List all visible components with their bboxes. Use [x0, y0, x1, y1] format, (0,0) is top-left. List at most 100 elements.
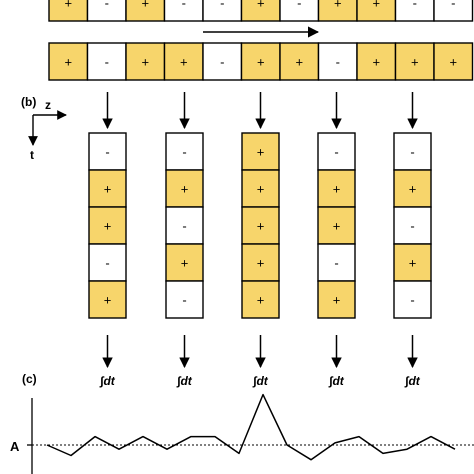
col5-cell-1-box	[393, 132, 432, 171]
col3-cell-1: +	[241, 132, 280, 171]
col3-cell-3: +	[241, 206, 280, 245]
top-pattern-row-2: +-++-++-+++	[48, 42, 474, 81]
col3-cell-5-symbol: +	[257, 293, 265, 308]
row1-cell-5-symbol: -	[220, 0, 224, 11]
time-columns: -++-+-+-+-+++++-++-+-+-+-	[88, 132, 432, 319]
row1-cell-8: +	[317, 0, 358, 22]
col5-cell-5-symbol: -	[410, 293, 414, 308]
col3-cell-4-box	[241, 243, 280, 282]
time-column-3: +++++	[241, 132, 280, 319]
col4-cell-1-box	[317, 132, 356, 171]
row1-cell-5: -	[202, 0, 243, 22]
col2-cell-1: -	[165, 132, 204, 171]
row1-cell-6: +	[240, 0, 281, 22]
col1-cell-3: +	[88, 206, 127, 245]
row2-cell-6: +	[240, 42, 281, 81]
integrated-signal-line	[46, 393, 456, 461]
col4-cell-4: -	[317, 243, 356, 282]
col1-cell-4: -	[88, 243, 127, 282]
col5-cell-1-symbol: -	[410, 145, 414, 160]
col1-cell-2-symbol: +	[104, 182, 112, 197]
row2-cell-8: -	[317, 42, 358, 81]
row2-cell-6-box	[240, 42, 281, 81]
col3-cell-2-box	[241, 169, 280, 208]
col2-cell-2: +	[165, 169, 204, 208]
row1-cell-3-symbol: +	[141, 0, 149, 11]
row2-cell-10-box	[394, 42, 435, 81]
col3-cell-2-symbol: +	[257, 182, 265, 197]
row2-cell-8-symbol: -	[336, 55, 340, 70]
row1-cell-3: +	[125, 0, 166, 22]
integral-label-1: ∫dt	[99, 374, 116, 388]
time-column-1: - + + - +	[88, 132, 127, 319]
row2-cell-5-symbol: -	[220, 55, 224, 70]
col4-cell-5-symbol: +	[333, 293, 341, 308]
top-pattern-row-1: +-+--+-++--	[48, 0, 474, 22]
integral-label-4: ∫dt	[328, 374, 345, 388]
col3-cell-2: +	[241, 169, 280, 208]
axis-t-label: t	[30, 148, 34, 162]
row1-cell-11-box	[433, 0, 474, 22]
col4-cell-5-box	[317, 280, 356, 319]
row2-cell-5: -	[202, 42, 243, 81]
col1-cell-5-symbol: +	[104, 293, 112, 308]
col4-cell-1: -	[317, 132, 356, 171]
col2-cell-5-box	[165, 280, 204, 319]
row2-cell-2-box	[86, 42, 127, 81]
row2-cell-10: +	[394, 42, 435, 81]
col4-cell-3: +	[317, 206, 356, 245]
row2-cell-6-symbol: +	[257, 55, 265, 70]
col2-cell-4-symbol: +	[181, 256, 189, 271]
col2-cell-3-symbol: -	[182, 219, 186, 234]
row1-cell-8-symbol: +	[334, 0, 342, 11]
col5-cell-4-symbol: +	[409, 256, 417, 271]
col2-cell-5: -	[165, 280, 204, 319]
row2-cell-2-symbol: -	[105, 55, 109, 70]
col4-cell-4-symbol: -	[334, 256, 338, 271]
col1-cell-5-box	[88, 280, 127, 319]
row1-cell-2: -	[86, 0, 127, 22]
row1-cell-11: -	[433, 0, 474, 22]
row2-cell-7-box	[279, 42, 320, 81]
row2-cell-9-symbol: +	[372, 55, 380, 70]
col1-cell-3-symbol: +	[104, 219, 112, 234]
col2-cell-1-symbol: -	[182, 145, 186, 160]
row2-cell-10-symbol: +	[411, 55, 419, 70]
row2-cell-11-box	[433, 42, 474, 81]
col3-cell-1-symbol: +	[257, 145, 265, 160]
down-arrows-to-columns	[102, 92, 418, 130]
row1-cell-2-symbol: -	[105, 0, 109, 11]
row2-cell-1: +	[48, 42, 89, 81]
row2-cell-1-box	[48, 42, 89, 81]
row1-cell-1: +	[48, 0, 89, 22]
col2-cell-4-box	[165, 243, 204, 282]
row2-cell-2: -	[86, 42, 127, 81]
col2-cell-5-symbol: -	[182, 293, 186, 308]
col5-cell-3: -	[393, 206, 432, 245]
row2-cell-9-box	[356, 42, 397, 81]
row2-cell-7-symbol: +	[295, 55, 303, 70]
col5-cell-5-box	[393, 280, 432, 319]
level-a-label: A	[10, 439, 20, 454]
col1-cell-1-symbol: -	[105, 145, 109, 160]
row2-cell-5-box	[202, 42, 243, 81]
axis-z-label: z	[45, 98, 51, 112]
col5-cell-5: -	[393, 280, 432, 319]
col1-cell-1-box	[88, 132, 127, 171]
row1-cell-10-symbol: -	[413, 0, 417, 11]
col4-cell-3-symbol: +	[333, 219, 341, 234]
row1-cell-4-symbol: -	[182, 0, 186, 11]
col3-cell-3-box	[241, 206, 280, 245]
time-column-5: - + - + -	[393, 132, 432, 319]
row1-cell-9-symbol: +	[372, 0, 380, 11]
row1-cell-1-symbol: +	[64, 0, 72, 11]
col3-cell-3-symbol: +	[257, 219, 265, 234]
col4-cell-2-symbol: +	[333, 182, 341, 197]
axis-indicator	[28, 110, 67, 146]
col5-cell-2-symbol: +	[409, 182, 417, 197]
row2-cell-3: +	[125, 42, 166, 81]
col1-cell-5: +	[88, 280, 127, 319]
col5-cell-4: +	[393, 243, 432, 282]
col4-cell-1-symbol: -	[334, 145, 338, 160]
